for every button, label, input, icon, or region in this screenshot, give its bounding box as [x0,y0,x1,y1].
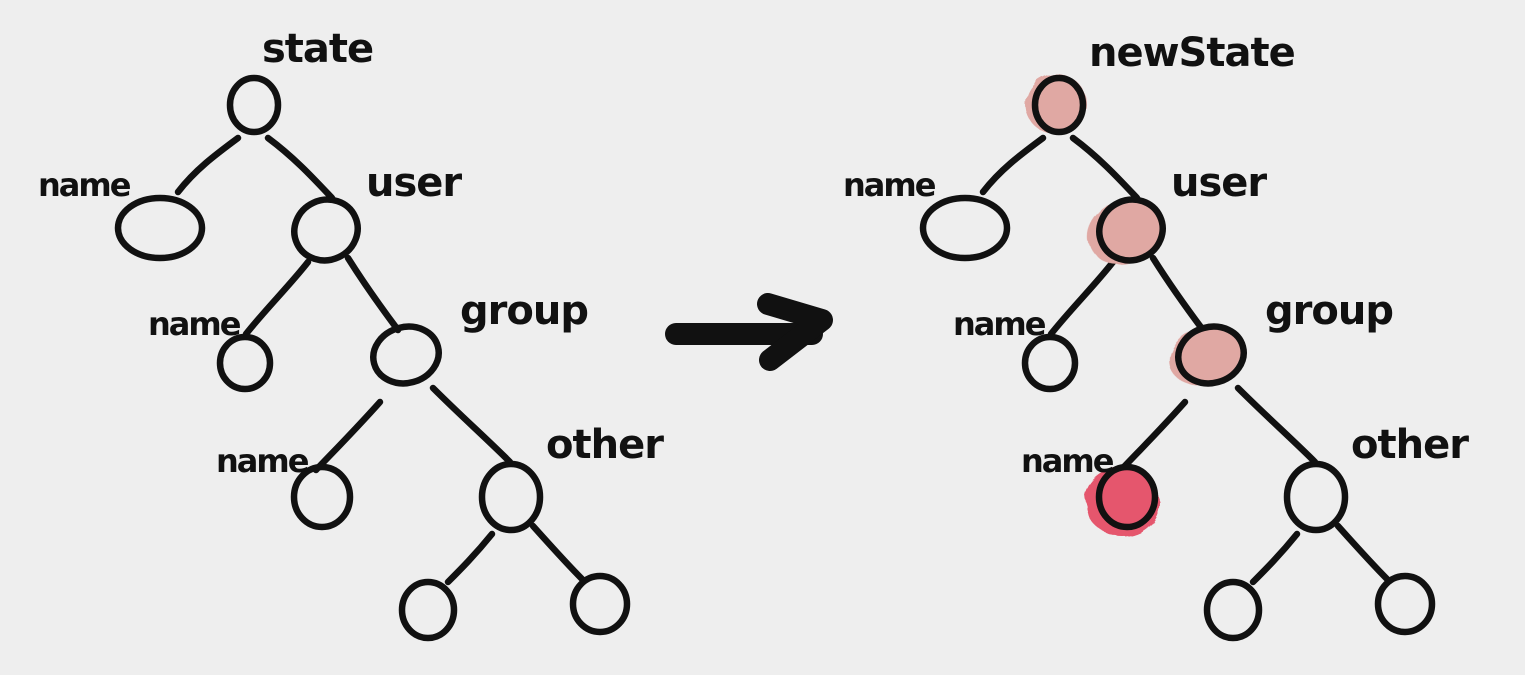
group-name-node [290,463,354,531]
other-left-leaf-node [1203,578,1263,642]
tree-after: newState name user name group name other [843,30,1470,642]
tree-edges [174,134,587,586]
user-node [1096,196,1166,264]
user-label: user [1171,160,1267,206]
tree-nodes [919,74,1436,642]
root-name-node [114,194,206,262]
tree-before: state name user name group name other [38,26,665,642]
other-left-leaf-node [398,578,458,642]
user-name-label: name [953,305,1046,343]
group-label: group [460,288,588,334]
root-name-label: name [38,166,131,204]
root-label: state [262,26,373,72]
group-name-label: name [216,442,309,480]
other-node [478,460,544,534]
tree-labels: newState name user name group name other [843,30,1470,480]
other-label: other [1351,422,1469,468]
user-name-label: name [148,305,241,343]
tree-nodes [114,74,631,642]
newstate-node [1031,74,1087,136]
group-label: group [1265,288,1393,334]
other-label: other [546,422,664,468]
group-name-label: name [1021,442,1114,480]
tree-labels: state name user name group name other [38,26,665,480]
right-arrow-icon [665,293,833,371]
state-node [226,74,282,136]
root-name-node [919,194,1011,262]
user-name-node [216,333,274,393]
group-node [1175,323,1247,387]
other-node [1283,460,1349,534]
root-label: newState [1089,30,1295,76]
root-name-label: name [843,166,936,204]
group-name-node [1095,463,1159,531]
group-node [370,323,442,387]
other-right-leaf-node [569,572,631,636]
user-name-node [1021,333,1079,393]
user-node [291,196,361,264]
other-right-leaf-node [1374,572,1436,636]
user-label: user [366,160,462,206]
